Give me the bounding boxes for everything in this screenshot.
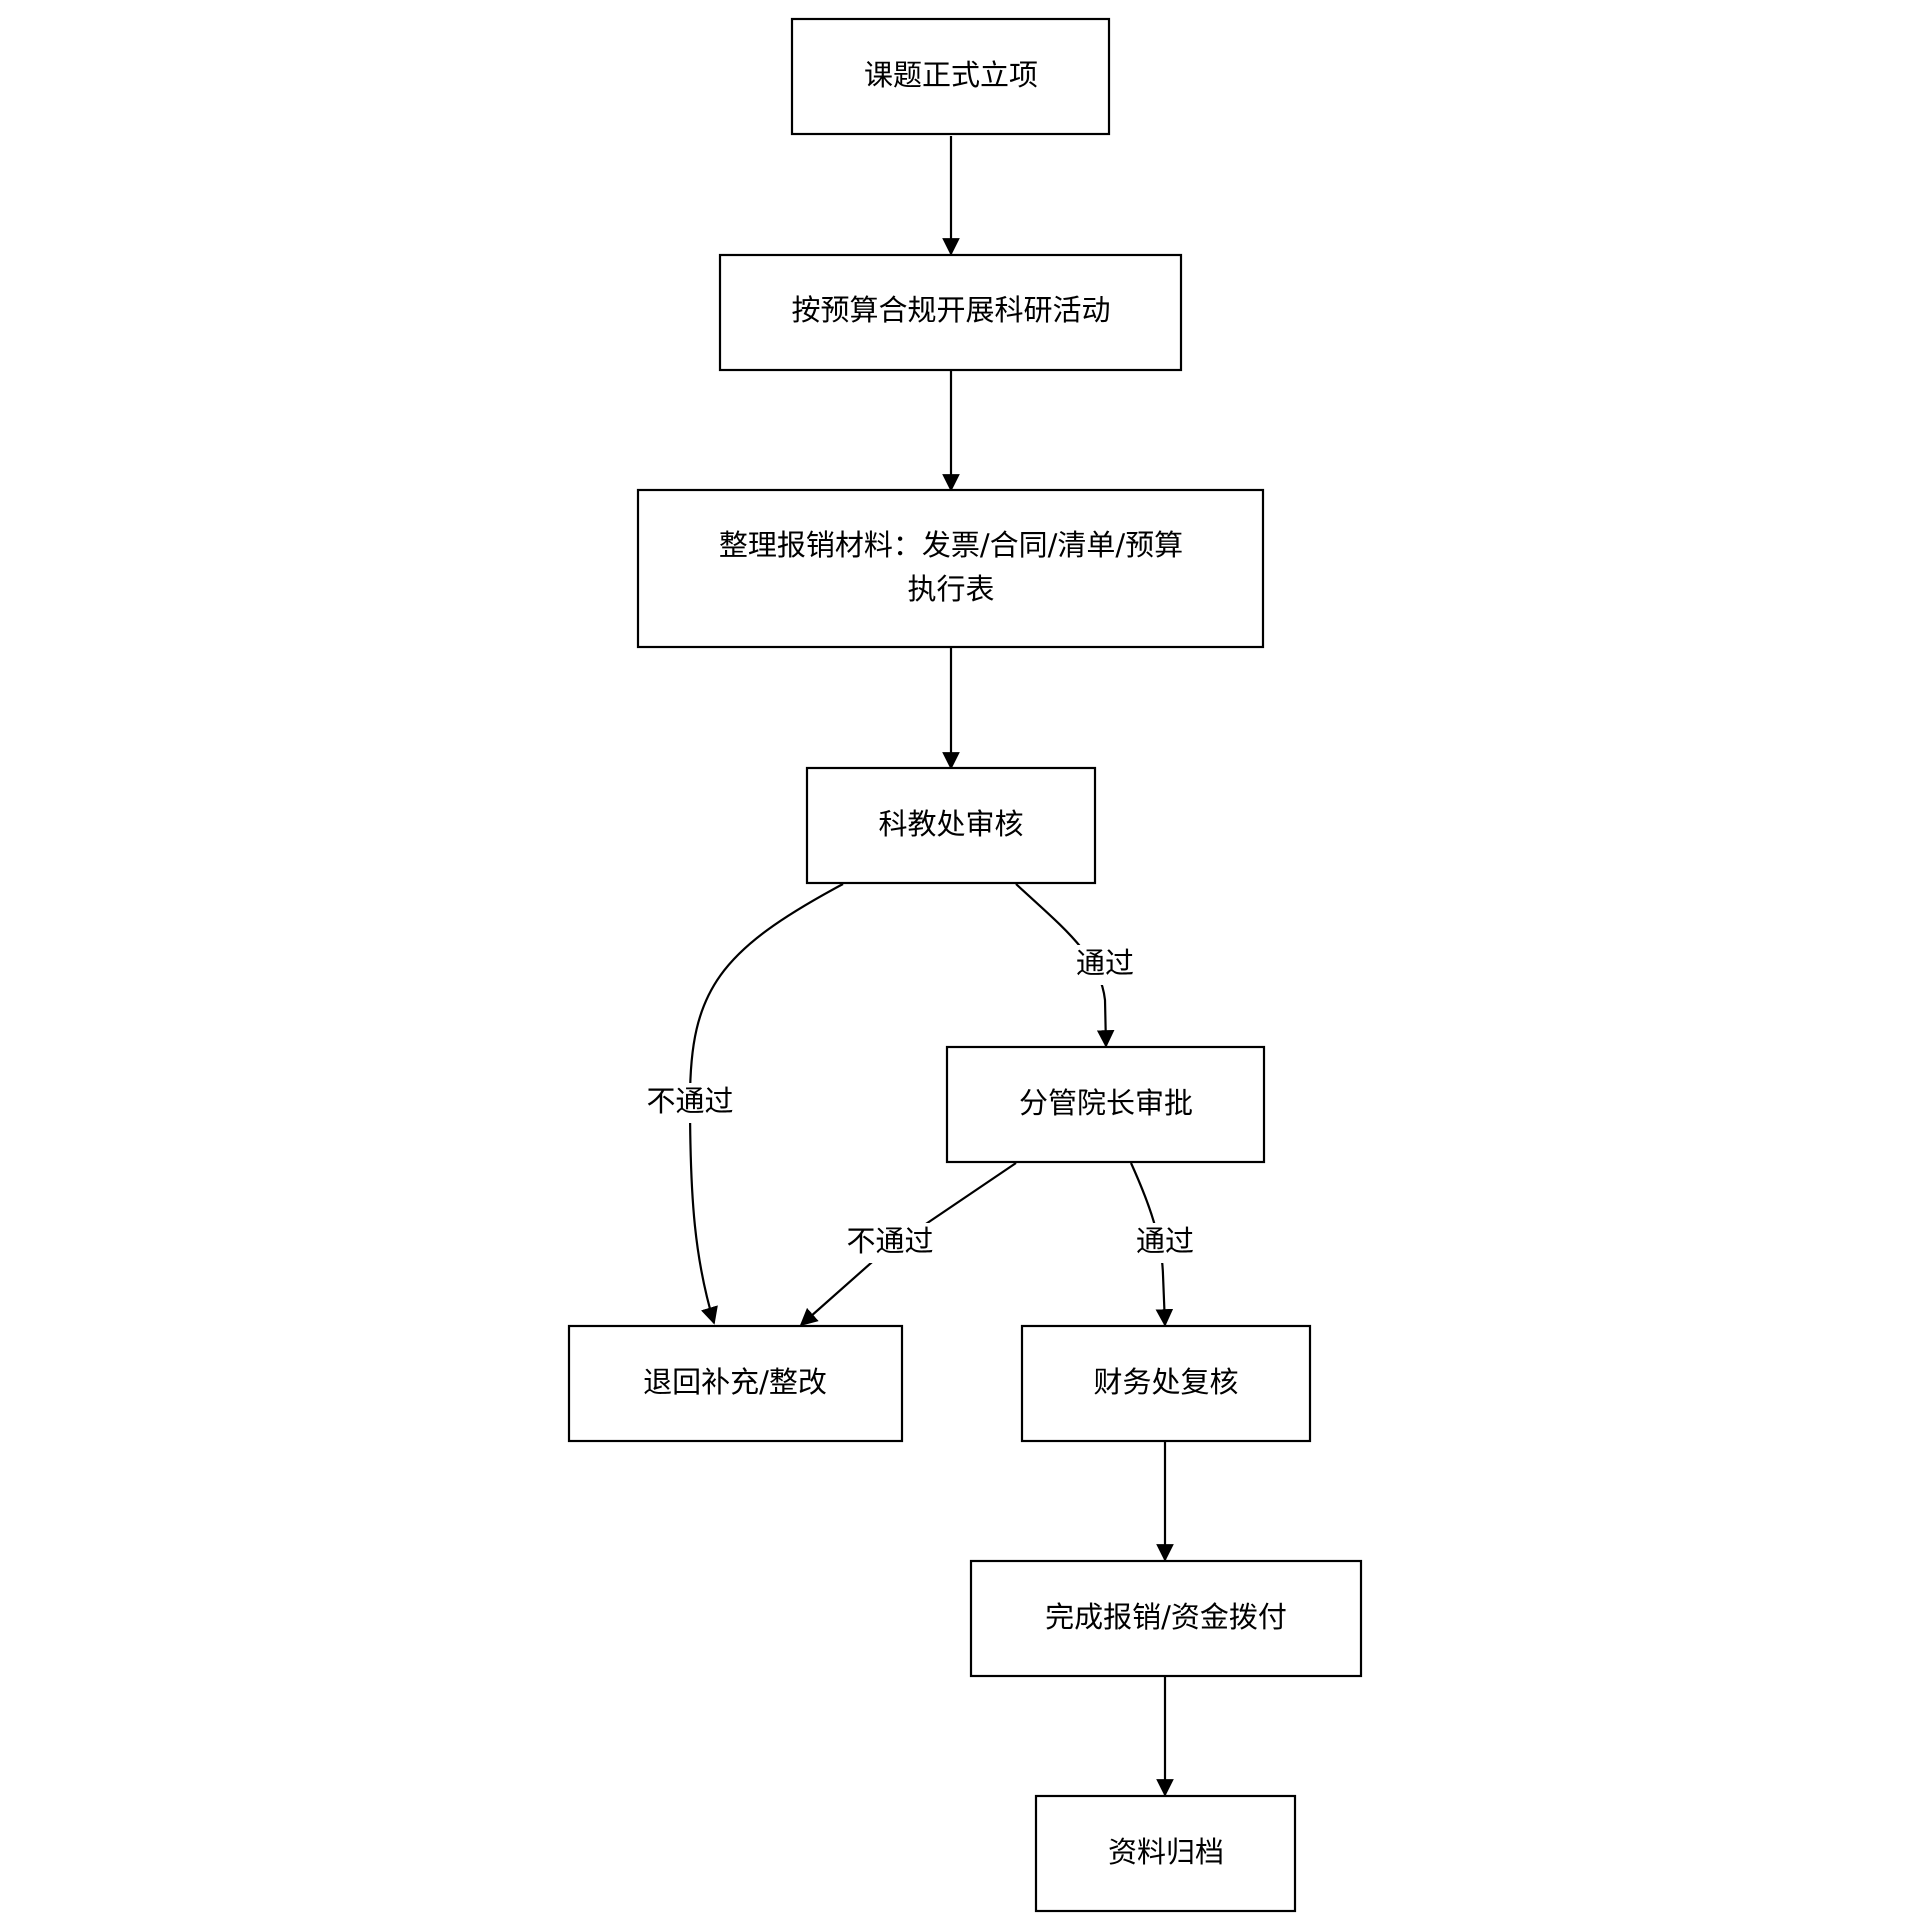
node-label: 课题正式立项 (864, 58, 1038, 92)
node-archive: 资料归档 (1034, 1794, 1297, 1913)
edge-labels: 通过 不通过 不通过 通过 (640, 945, 1200, 1263)
node-label-line2: 执行表 (907, 572, 994, 606)
node-label: 完成报销/资金拨付 (1045, 1600, 1287, 1634)
node-label: 财务处复核 (1093, 1365, 1238, 1399)
node-label: 按预算合规开展科研活动 (791, 293, 1110, 327)
edge-label-approval-fail: 不通过 (846, 1224, 933, 1258)
node-project-approval: 课题正式立项 (790, 17, 1111, 136)
node-vice-president-approval: 分管院长审批 (945, 1045, 1266, 1164)
node-label: 分管院长审批 (1019, 1086, 1193, 1120)
edge-label-approval-pass: 通过 (1136, 1224, 1194, 1258)
node-return-revise: 退回补充/整改 (567, 1324, 904, 1443)
edge-review-pass (1015, 883, 1115, 1048)
node-label: 资料归档 (1108, 1835, 1224, 1869)
edge-label-review-fail: 不通过 (646, 1084, 733, 1118)
node-label: 退回补充/整改 (643, 1365, 827, 1399)
node-finance-recheck: 财务处复核 (1020, 1324, 1312, 1443)
node-label: 科教处审核 (878, 807, 1023, 841)
node-label-line1: 整理报销材料：发票/合同/清单/预算 (719, 528, 1183, 562)
node-complete-reimbursement: 完成报销/资金拨付 (969, 1559, 1363, 1678)
edge-label-review-pass: 通过 (1076, 946, 1134, 980)
node-prepare-materials: 整理报销材料：发票/合同/清单/预算 执行表 (636, 488, 1265, 649)
node-research-office-review: 科教处审核 (805, 766, 1097, 885)
node-research-activity: 按预算合规开展科研活动 (718, 253, 1183, 372)
